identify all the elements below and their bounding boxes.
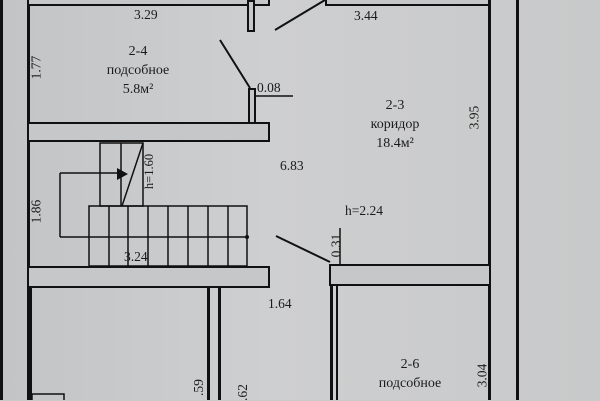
- room-2-6-name: подсобное: [378, 376, 442, 391]
- dim-3-04: 3.04: [474, 363, 490, 388]
- room-2-6: 2-6 подсобное: [360, 355, 460, 393]
- dim-62: .62: [234, 384, 250, 401]
- outer-wall-left-outer: [0, 0, 3, 400]
- right-wall-inner: [488, 0, 491, 400]
- lower-wall-v2: [218, 288, 221, 400]
- dim-h-2-24: h=2.24: [345, 203, 383, 218]
- dim-3-44: 3.44: [354, 8, 378, 23]
- partition-wall-3: [329, 264, 491, 286]
- right-wall-outer: [516, 0, 519, 400]
- dim-1-64: 1.64: [268, 296, 292, 311]
- top-wall-left: [27, 0, 270, 6]
- room-2-3: 2-3 коридор 18.4м²: [345, 96, 445, 153]
- dim-59: .59: [190, 379, 206, 396]
- room-2-4-name: подсобное: [106, 63, 170, 78]
- lower-wall-v3: [330, 286, 333, 400]
- room-2-4-area: 5.8м²: [122, 82, 154, 97]
- door-jamb-0-08: [248, 88, 256, 124]
- partition-wall-2: [27, 266, 270, 288]
- room-2-4: 2-4 подсобное 5.8м²: [88, 42, 188, 99]
- lower-wall-v4: [336, 286, 338, 400]
- dim-6-83: 6.83: [280, 158, 304, 173]
- partition-wall-1: [27, 122, 270, 142]
- door-jamb-top: [247, 0, 255, 32]
- room-2-6-id: 2-6: [400, 357, 420, 372]
- room-2-3-name: коридор: [370, 117, 420, 132]
- lower-wall-left-inner: [30, 288, 32, 400]
- dim-h-1-60: h=1.60: [142, 153, 157, 190]
- lower-wall-v1: [207, 288, 210, 400]
- dim-3-95: 3.95: [466, 105, 482, 130]
- dim-0-08: 0.08: [257, 80, 281, 95]
- dim-3-24: 3.24: [124, 249, 148, 264]
- room-2-3-id: 2-3: [385, 98, 405, 113]
- dim-1-77: 1.77: [28, 55, 44, 80]
- outer-wall-left-inner: [27, 0, 30, 400]
- room-2-4-id: 2-4: [128, 44, 148, 59]
- dim-3-29: 3.29: [134, 7, 158, 22]
- dim-0-31: 0.31: [328, 233, 344, 258]
- room-2-3-area: 18.4м²: [376, 136, 414, 151]
- dim-1-86: 1.86: [28, 199, 44, 224]
